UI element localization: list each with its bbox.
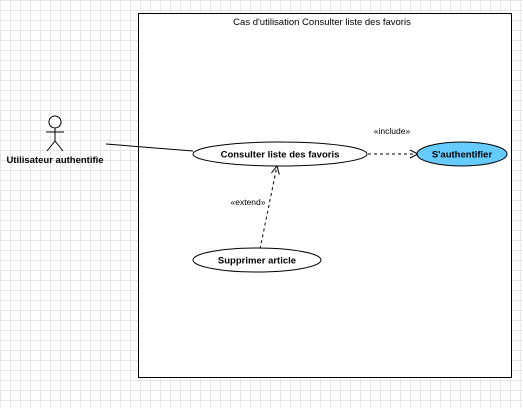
system-title: Cas d'utilisation Consulter liste des fa…	[233, 17, 411, 28]
extend-label: «extend»	[231, 197, 266, 207]
use-case-authentifier[interactable]	[416, 141, 508, 167]
actor-label: Utilisateur authentifie	[6, 155, 103, 166]
actor-head	[48, 115, 62, 129]
actor-right-leg	[54, 140, 64, 152]
actor-left-leg	[46, 140, 56, 152]
use-case-supprimer[interactable]	[192, 247, 322, 273]
actor-figure[interactable]	[46, 115, 64, 152]
extend-arrow[interactable]	[259, 166, 277, 250]
use-case-supprimer-label: Supprimer article	[218, 256, 296, 267]
include-label: «include»	[374, 126, 411, 136]
use-case-authentifier-label: S'authentifier	[432, 150, 493, 161]
system-boundary[interactable]	[138, 13, 512, 378]
association-line[interactable]	[105, 143, 194, 152]
use-case-consulter[interactable]	[192, 141, 368, 167]
use-case-consulter-label: Consulter liste des favoris	[221, 150, 340, 161]
